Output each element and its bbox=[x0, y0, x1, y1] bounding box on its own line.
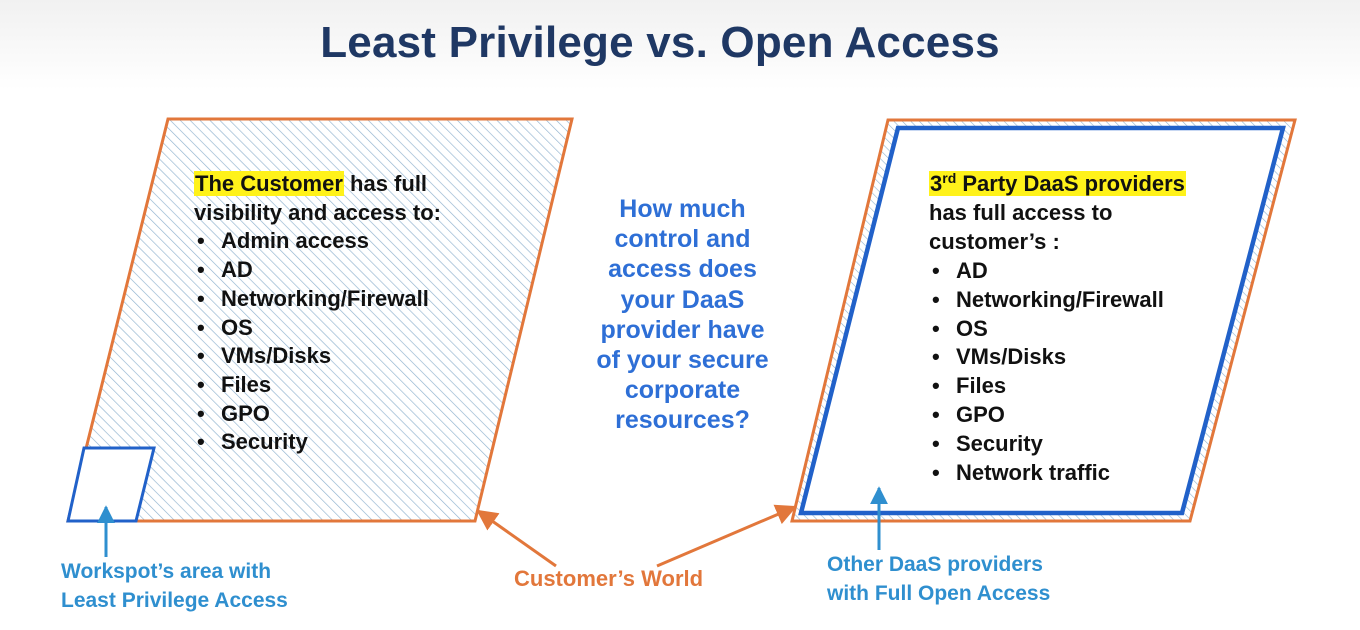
right-access-list: AD Networking/Firewall OS VMs/Disks File… bbox=[929, 257, 1186, 488]
caption-line: Workspot’s area with bbox=[61, 560, 272, 583]
question-line: of your secure bbox=[596, 346, 769, 375]
right-box-text: 3rd Party DaaS providers has full access… bbox=[929, 164, 1186, 488]
list-item: OS bbox=[194, 314, 441, 343]
workspot-caption: Workspot’s area with Least Privilege Acc… bbox=[61, 558, 288, 615]
question-line: resources? bbox=[615, 406, 750, 435]
left-heading-rest: has full bbox=[343, 171, 428, 196]
right-heading-line2: has full access to bbox=[929, 199, 1113, 225]
question-line: provider have bbox=[600, 315, 765, 344]
question-line: control and bbox=[614, 225, 751, 254]
list-item: Networking/Firewall bbox=[929, 286, 1186, 315]
question-line: access does bbox=[608, 255, 757, 284]
arrow-to-left-box bbox=[476, 509, 557, 568]
caption-line: Other DaaS providers bbox=[827, 553, 1043, 576]
left-access-list: Admin access AD Networking/Firewall OS V… bbox=[194, 227, 441, 457]
list-item: Network traffic bbox=[929, 459, 1186, 488]
list-item: GPO bbox=[194, 400, 441, 429]
list-item: VMs/Disks bbox=[194, 342, 441, 371]
question-line: your DaaS bbox=[620, 285, 745, 314]
question-line: How much bbox=[619, 195, 746, 223]
left-heading-line1: The Customer has full bbox=[194, 170, 441, 199]
workspot-area-shape bbox=[66, 446, 156, 523]
list-item: Admin access bbox=[194, 227, 441, 256]
list-item: VMs/Disks bbox=[929, 343, 1186, 372]
list-item: AD bbox=[194, 256, 441, 285]
list-item: Security bbox=[194, 428, 441, 457]
left-heading-line2: visibility and access to: bbox=[194, 199, 441, 225]
question-line: corporate bbox=[624, 376, 741, 405]
list-item: OS bbox=[929, 315, 1186, 344]
list-item: Security bbox=[929, 430, 1186, 459]
arrow-to-right-box bbox=[656, 504, 797, 568]
highlight-rest: Party DaaS providers bbox=[956, 171, 1185, 196]
central-question: How much control and access does your Da… bbox=[575, 194, 790, 436]
list-item: GPO bbox=[929, 401, 1186, 430]
highlight-superscript: rd bbox=[942, 170, 957, 186]
caption-line: Least Privilege Access bbox=[61, 588, 288, 612]
customer-highlight: The Customer bbox=[194, 171, 344, 196]
slide-title: Least Privilege vs. Open Access bbox=[320, 18, 1000, 67]
list-item: Files bbox=[929, 372, 1186, 401]
list-item: Networking/Firewall bbox=[194, 285, 441, 314]
title-band bbox=[0, 0, 1360, 90]
customers-world-caption: Customer’s World bbox=[514, 566, 704, 591]
provider-highlight: 3rd Party DaaS providers bbox=[929, 170, 1186, 196]
right-heading-line1: 3rd Party DaaS providers bbox=[929, 164, 1186, 199]
highlight-number: 3 bbox=[930, 171, 943, 196]
list-item: AD bbox=[929, 257, 1186, 286]
right-heading-line3: customer’s : bbox=[929, 228, 1060, 254]
caption-line: with Full Open Access bbox=[827, 581, 1051, 605]
left-box-text: The Customer has full visibility and acc… bbox=[194, 170, 441, 457]
other-providers-caption: Other DaaS providers with Full Open Acce… bbox=[827, 551, 1050, 608]
list-item: Files bbox=[194, 371, 441, 400]
